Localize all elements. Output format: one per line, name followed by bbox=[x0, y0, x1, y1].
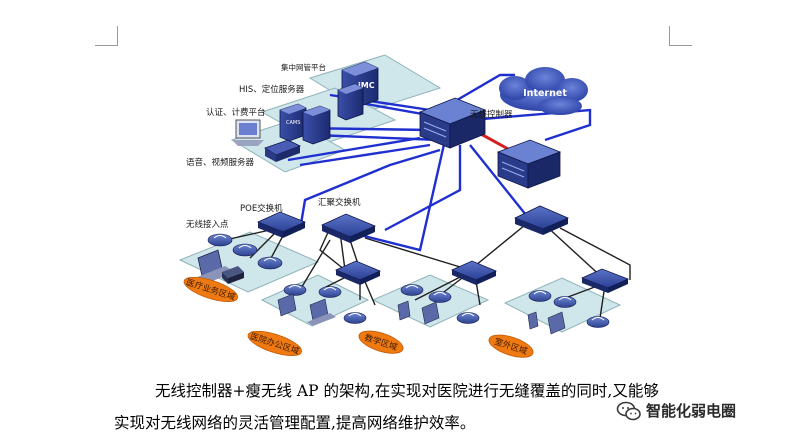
wifi-signals bbox=[213, 235, 605, 321]
aggregation-switch-1 bbox=[321, 213, 377, 243]
network-architecture-diagram: Internet iMC CAMS bbox=[178, 54, 631, 358]
agg-label: 汇聚交换机 bbox=[318, 197, 361, 208]
access-switch-3 bbox=[580, 268, 630, 293]
client-device bbox=[222, 266, 244, 284]
cams-label: CAMS bbox=[286, 120, 300, 126]
access-switch-2 bbox=[450, 260, 498, 285]
access-switch-1 bbox=[334, 260, 382, 285]
auth-label: 认证、计费平台 bbox=[206, 107, 266, 118]
admin-workstation bbox=[232, 119, 264, 146]
wireless-controller-2 bbox=[496, 139, 562, 189]
client-outdoor bbox=[527, 311, 566, 335]
client-laptops-office bbox=[277, 293, 336, 326]
poe-label: POE交换机 bbox=[240, 203, 283, 214]
wireless-controller-1 bbox=[418, 97, 487, 149]
watermark-text: 智能化弱电圈 bbox=[646, 402, 737, 420]
poe-switch bbox=[256, 211, 307, 238]
aggregation-switch-2 bbox=[513, 205, 570, 235]
imc-label: iMC bbox=[358, 81, 375, 90]
caption-line-1: 无线控制器+瘦无线 AP 的架构,在实现对医院进行无缝覆盖的同时,又能够 bbox=[155, 382, 659, 400]
zone-tag-teaching: 教学区域 bbox=[358, 330, 404, 354]
cams-server: CAMS bbox=[279, 103, 307, 142]
ap-label: 无线接入点 bbox=[186, 219, 229, 230]
auth-server bbox=[302, 105, 331, 145]
zone-tag-outdoor: 室外区域 bbox=[488, 334, 534, 358]
crop-mark-top-right bbox=[669, 26, 692, 46]
caption-line-2: 实现对无线网络的灵活管理配置,提高网络维护效率。 bbox=[114, 414, 476, 432]
internet-label: Internet bbox=[523, 88, 567, 99]
nms-label: 集中网管平台 bbox=[281, 62, 326, 72]
his-server bbox=[337, 83, 364, 121]
crop-mark-top-left bbox=[95, 26, 118, 46]
watermark: 智能化弱电圈 bbox=[616, 400, 736, 421]
wechat-icon bbox=[616, 401, 641, 420]
zone-tag-office: 医院办公区域 bbox=[247, 331, 302, 357]
client-teaching bbox=[397, 300, 440, 325]
voice-video-server bbox=[264, 139, 301, 162]
his-label: HIS、定位服务器 bbox=[239, 84, 305, 95]
voice-label: 语音、视频服务器 bbox=[186, 157, 255, 168]
wlc-label: 无线控制器 bbox=[470, 109, 513, 120]
internet-cloud: Internet bbox=[499, 67, 588, 115]
